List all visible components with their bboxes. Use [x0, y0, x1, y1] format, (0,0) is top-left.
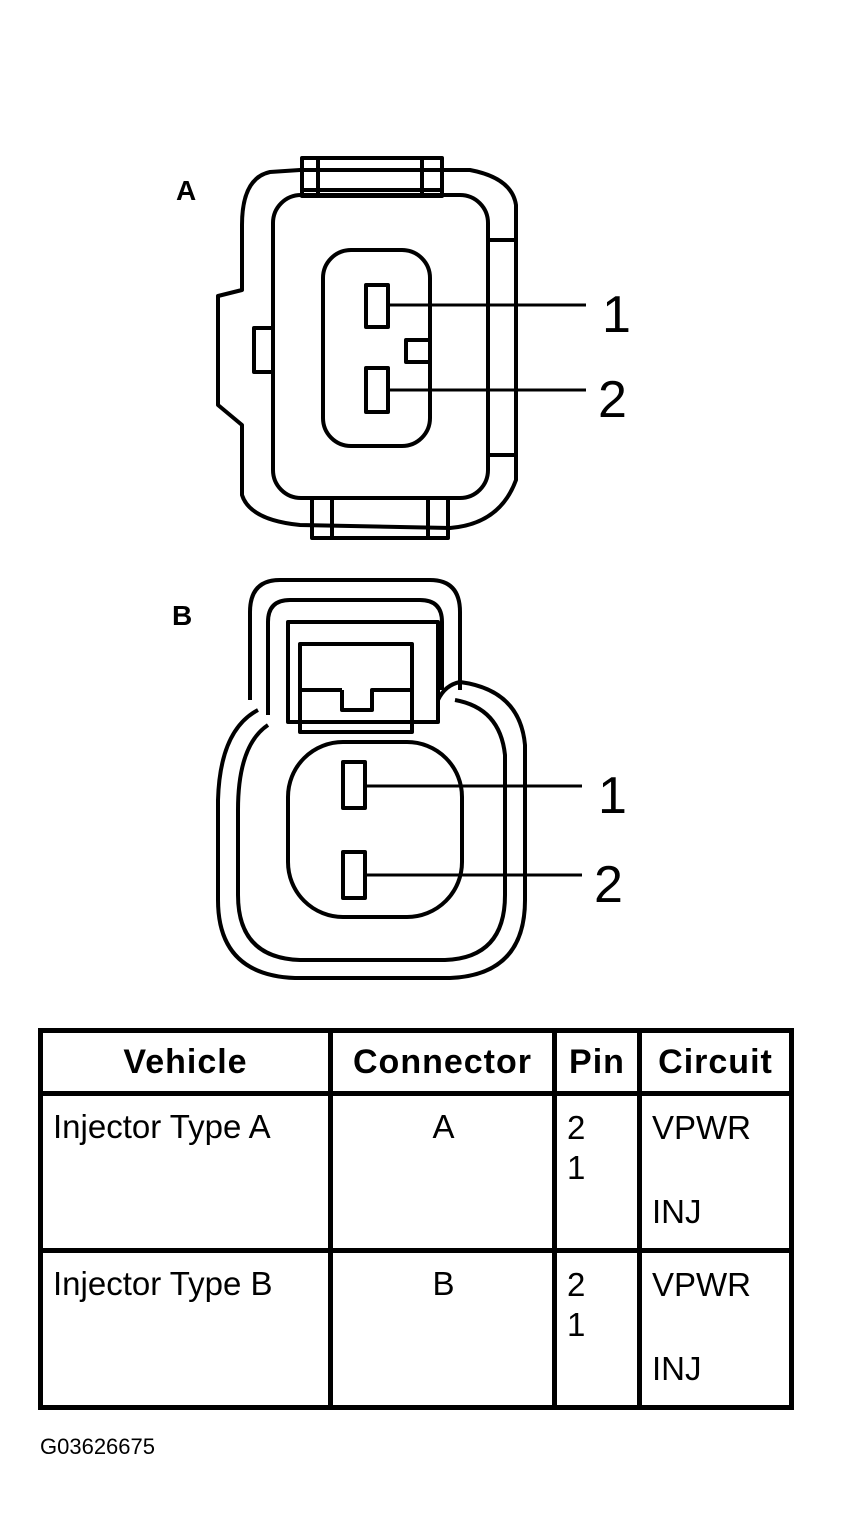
header-pin: Pin — [552, 1028, 642, 1096]
pin-value: 2 — [567, 1109, 586, 1146]
table-header-row: Vehicle Connector Pin Circuit — [38, 1028, 794, 1096]
connector-b-pin-1-label: 1 — [598, 767, 627, 825]
pin-cell: 2 1 — [552, 1248, 642, 1410]
circuit-value: VPWR — [652, 1109, 751, 1146]
pin-table: Vehicle Connector Pin Circuit Injector T… — [38, 1028, 794, 1410]
connector-cell: B — [328, 1248, 557, 1410]
connector-a-pin-1 — [364, 283, 390, 329]
connector-diagram: A 1 2 B — [172, 156, 631, 980]
connector-a-pin-2-label: 2 — [598, 371, 627, 429]
connector-b-label: B — [172, 600, 192, 631]
connector-b: B 1 2 — [172, 578, 627, 980]
connector-a-pin-2 — [364, 366, 390, 414]
header-circuit: Circuit — [637, 1028, 794, 1096]
connector-a-label: A — [176, 175, 196, 206]
pin-value: 2 — [567, 1266, 586, 1303]
table-row: Injector Type B B 2 1 VPWR INJ — [38, 1248, 794, 1410]
header-connector: Connector — [328, 1028, 557, 1096]
header-vehicle: Vehicle — [38, 1028, 333, 1096]
circuit-value: INJ — [652, 1350, 702, 1387]
circuit-cell: VPWR INJ — [637, 1248, 794, 1410]
connector-b-pin-2-label: 2 — [594, 856, 623, 914]
pin-value: 1 — [567, 1149, 586, 1186]
vehicle-cell: Injector Type A — [38, 1091, 333, 1253]
pin-value: 1 — [567, 1306, 586, 1343]
vehicle-cell: Injector Type B — [38, 1248, 333, 1410]
table-row: Injector Type A A 2 1 VPWR INJ — [38, 1091, 794, 1253]
connector-cell: A — [328, 1091, 557, 1253]
pin-cell: 2 1 — [552, 1091, 642, 1253]
circuit-value: INJ — [652, 1193, 702, 1230]
figure-id: G03626675 — [40, 1434, 155, 1459]
connector-a: A 1 2 — [176, 156, 631, 540]
circuit-cell: VPWR INJ — [637, 1091, 794, 1253]
connector-b-pin-1 — [341, 760, 367, 810]
connector-b-pin-2 — [341, 850, 367, 900]
connector-a-pin-1-label: 1 — [602, 286, 631, 344]
circuit-value: VPWR — [652, 1266, 751, 1303]
